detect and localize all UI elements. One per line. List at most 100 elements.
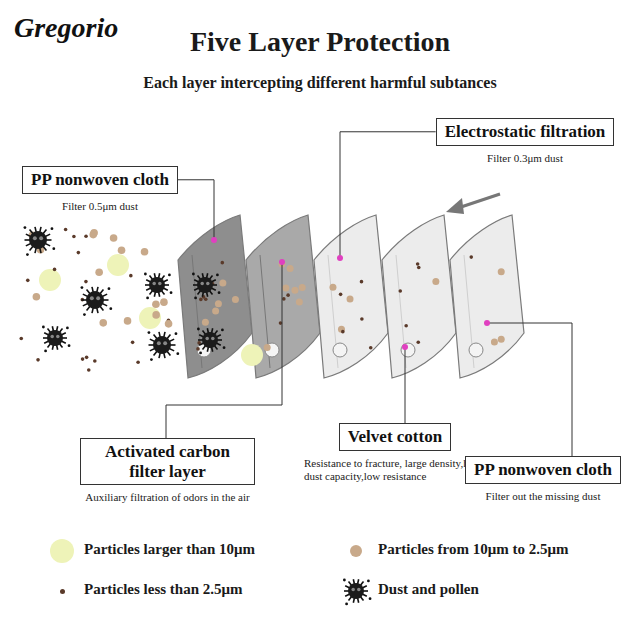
splatter — [81, 286, 84, 289]
splatter — [197, 328, 200, 331]
splatter — [148, 331, 151, 334]
particle — [196, 347, 200, 351]
particle — [282, 297, 286, 301]
particle — [72, 235, 76, 239]
splatter — [44, 350, 47, 353]
dust-pollen — [144, 273, 172, 300]
layer-name: PP nonwoven cloth — [465, 456, 621, 484]
particle — [329, 284, 336, 291]
particle — [136, 360, 140, 364]
leader-line — [487, 323, 572, 456]
particle — [212, 308, 219, 315]
particle — [296, 299, 303, 306]
particle-cloud — [19, 226, 263, 372]
leader-line — [340, 132, 436, 258]
dust-pollen — [343, 579, 371, 606]
subtitle: Each layer intercepting different harmfu… — [0, 74, 640, 92]
callout-box: PP nonwoven clothFilter out the missing … — [452, 456, 634, 503]
splatter — [369, 597, 372, 600]
particle — [84, 235, 88, 239]
dust-eye — [152, 282, 156, 286]
leader-line — [405, 347, 406, 423]
particle — [264, 344, 271, 351]
splatter — [52, 247, 55, 250]
splatter — [367, 579, 370, 582]
splatter — [343, 579, 346, 582]
filter-layer — [450, 215, 524, 378]
dust-eye — [39, 236, 43, 240]
particle — [299, 284, 306, 291]
splatter — [176, 352, 179, 355]
particle — [152, 300, 160, 308]
large-particle — [107, 254, 129, 276]
filter-layer — [314, 215, 388, 378]
dust-core — [149, 277, 165, 293]
particle — [498, 268, 505, 275]
layer-description: Filter 0.5μm dust — [10, 200, 190, 214]
particle — [141, 248, 149, 256]
valve — [469, 343, 483, 357]
particle — [338, 326, 345, 333]
splatter — [218, 291, 221, 294]
splatter — [109, 307, 112, 310]
particle — [84, 280, 88, 284]
splatter — [144, 273, 147, 276]
particle — [165, 320, 173, 328]
dust-pollen — [197, 328, 225, 355]
legend-text: Dust and pollen — [378, 581, 479, 598]
particle — [416, 262, 420, 266]
layer-name: PP nonwoven cloth — [22, 166, 178, 194]
leader-dot — [402, 344, 408, 350]
dust-eye — [163, 341, 167, 345]
dust-pollen — [42, 326, 70, 353]
dust-core — [197, 277, 213, 293]
large-particle — [39, 269, 61, 291]
particle — [85, 356, 89, 360]
layer-description: Filter 0.3μm dust — [418, 152, 632, 166]
particle — [286, 293, 290, 297]
dust-pollen — [192, 273, 220, 300]
splatter — [345, 603, 348, 606]
layer-description: Resistance to fracture, large density,hi… — [304, 457, 486, 485]
particle — [160, 298, 168, 306]
layer-name: Electrostatic filtration — [436, 118, 615, 146]
particle — [118, 246, 126, 254]
leader-dot — [279, 259, 285, 265]
particle — [291, 287, 298, 294]
particle — [131, 341, 135, 345]
particle — [26, 279, 30, 283]
dust-eye — [205, 337, 209, 341]
legend-swatch — [350, 545, 362, 557]
particle — [491, 338, 498, 345]
particle — [369, 346, 373, 350]
layer-name: Activated carbon filter layer — [80, 438, 255, 485]
dust-pollen — [81, 286, 113, 316]
dust-pollen — [24, 226, 56, 256]
particle — [152, 311, 160, 319]
particle — [36, 358, 40, 362]
particle — [77, 251, 81, 255]
filter-layer — [382, 215, 456, 378]
splatter — [175, 332, 178, 335]
particle — [341, 330, 345, 334]
leader-line — [166, 262, 282, 438]
splatter — [26, 253, 29, 256]
particle — [498, 336, 505, 343]
airflow-arrow — [458, 194, 500, 208]
splatter — [51, 227, 54, 230]
callout-box: Electrostatic filtrationFilter 0.3μm dus… — [418, 118, 632, 165]
legend-text: Particles from 10μm to 2.5μm — [378, 541, 568, 558]
splatter — [146, 297, 149, 300]
splatter — [168, 273, 171, 276]
particle — [33, 293, 41, 301]
dust-eye — [200, 282, 204, 286]
particle — [219, 280, 226, 287]
filter-layers — [178, 215, 524, 378]
layer-description: Filter out the missing dust — [452, 490, 634, 504]
leader-dot — [484, 320, 490, 326]
splatter — [223, 346, 226, 349]
leader-dot — [337, 255, 343, 261]
legend-text: Particles less than 2.5μm — [84, 581, 242, 598]
particle — [89, 231, 97, 239]
particle — [53, 268, 57, 272]
